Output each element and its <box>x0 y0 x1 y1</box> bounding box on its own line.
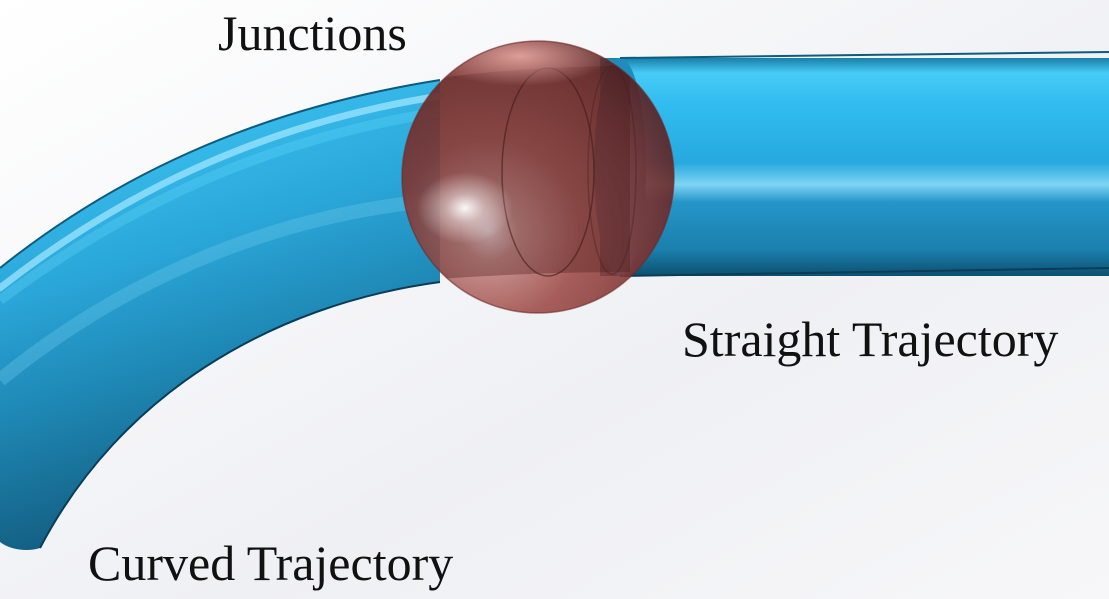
curved-trajectory-tube <box>0 79 444 550</box>
junctions-label: Junctions <box>218 5 407 61</box>
junction-sphere <box>401 40 675 314</box>
curved-trajectory-label: Curved Trajectory <box>88 535 454 591</box>
straight-trajectory-label: Straight Trajectory <box>682 311 1059 367</box>
